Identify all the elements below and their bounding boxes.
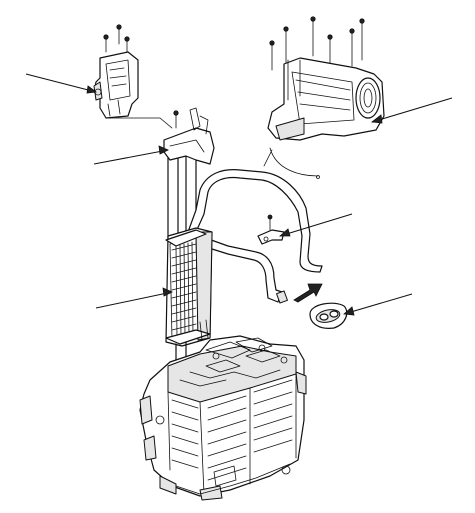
callout-line [95,291,173,309]
screw [103,34,109,53]
screw [124,36,130,55]
callout-line [343,293,413,315]
callout-line [25,73,97,93]
callout-arrowhead [278,228,291,237]
callout-arrowhead [370,114,383,124]
upper-right-duct [263,16,385,179]
callout-line [371,97,453,123]
screw [116,24,122,45]
upper-left-bracket [93,24,173,129]
pipe-bracket [163,107,215,239]
screw [349,28,355,67]
callout-arrowhead [343,306,355,316]
hose-clamp-part [257,214,285,245]
screw [310,16,316,57]
direction-arrow [293,283,323,303]
callout-arrowhead [158,145,169,155]
screw [359,18,365,61]
callout-arrowhead [162,287,173,297]
heater-core-part [165,227,213,361]
grommet-part [309,302,348,329]
screw [327,34,333,67]
screw [283,26,289,65]
heater-unit-housing [139,335,307,501]
screw [269,40,275,71]
callout-line [93,149,169,165]
callout-line [279,213,353,237]
callout-arrowhead [86,85,98,94]
